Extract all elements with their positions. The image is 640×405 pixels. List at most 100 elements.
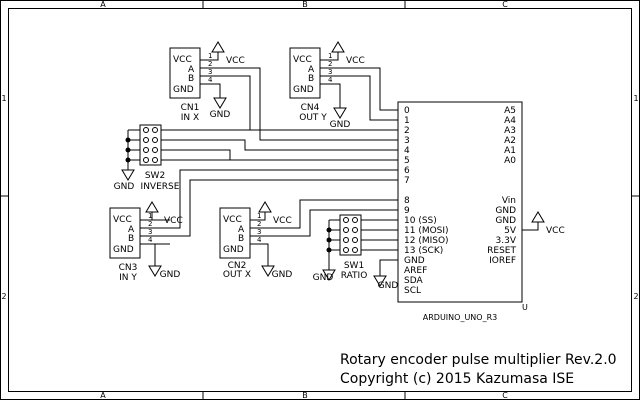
vcc-label-cn2: VCC	[273, 216, 292, 226]
frame-row-2-right: 2	[633, 292, 638, 301]
arduino-left-pin-11: 11 (MOSI)	[404, 226, 449, 236]
cn2-ref: CN2	[228, 261, 247, 271]
gnd-symbol-sw2	[121, 169, 135, 181]
cn4-pin-4-name: GND	[293, 85, 314, 95]
frame-col-c-bottom: C	[502, 391, 508, 400]
wire-cn4-a	[320, 67, 398, 111]
cn1-pin-1-name: VCC	[173, 55, 192, 65]
frame-col-c-top: C	[502, 0, 508, 9]
copyright-text: Copyright (c) 2015 Kazumasa ISE	[340, 371, 574, 387]
cn4-pin-2-name: A	[308, 65, 315, 75]
sw1-name: RATIO	[341, 271, 368, 281]
cn3-pin-3-num: 3	[148, 228, 152, 236]
vcc-symbol-cn4	[331, 41, 345, 53]
sw2-name: INVERSE	[141, 182, 180, 192]
gnd-label-cn3: GND	[160, 270, 181, 280]
wire-cn4-gnd	[320, 83, 341, 108]
arduino-name: ARDUINO_UNO_R3	[423, 313, 497, 322]
vcc-label-cn1: VCC	[226, 56, 245, 66]
connector-cn1: VCC A B GND 1 2 3 4 CN1 IN X	[169, 47, 213, 123]
arduino-left-pin-8: 8	[404, 196, 410, 206]
arduino-right-pin-0: A5	[504, 106, 516, 116]
arduino-left-pin-6: 6	[404, 166, 410, 176]
wire-cn4-b	[320, 75, 398, 121]
arduino-left-pin-10: 10 (SS)	[404, 216, 437, 226]
gnd-symbol-cn2	[261, 265, 275, 277]
cn2-pin-2-name: A	[238, 225, 245, 235]
arduino-left-pin-7: 7	[404, 176, 410, 186]
wire-cn4-vcc	[320, 52, 339, 61]
cn1-ref: CN1	[181, 103, 200, 113]
cn4-ref: CN4	[301, 103, 320, 113]
wire-cn2-vcc	[250, 212, 266, 221]
frame-col-a-top: A	[100, 0, 106, 9]
gnd-symbol-cn4	[333, 107, 347, 119]
arduino-right-pin-5: A0	[504, 156, 516, 166]
arduino-left-pin-4: 4	[404, 146, 410, 156]
cn2-pin-3-name: B	[238, 234, 244, 244]
cn2-pin-4-num: 4	[257, 236, 262, 244]
cn1-pin-2-num: 2	[208, 60, 212, 68]
gnd-label-arduino: GND	[378, 281, 399, 291]
frame-row-2-left: 2	[1, 292, 6, 301]
cn1-pin-4-name: GND	[173, 85, 194, 95]
gnd-symbol-sw1	[322, 269, 336, 281]
frame-row-1-left: 1	[1, 94, 6, 103]
sw1-ref: SW1	[344, 261, 364, 271]
wire-cn2-gnd	[250, 243, 269, 266]
junctions	[125, 137, 332, 253]
cn3-pin-2-num: 2	[148, 220, 152, 228]
cn1-pin-3-name: B	[188, 74, 194, 84]
wire-cn1-vcc	[200, 52, 219, 61]
cn1-pin-1-num: 1	[208, 52, 212, 60]
switch-sw1: SW1 RATIO	[339, 214, 368, 281]
wire-arduino-gnd	[379, 259, 398, 276]
gnd-symbol-arduino	[373, 275, 387, 287]
power-labels: VCC VCC VCC VCC VCC GND GND GND GND GND …	[114, 56, 565, 291]
cn4-pin-3-name: B	[308, 74, 314, 84]
arduino-right-pin-11: RESET	[487, 246, 516, 256]
arduino-left-pin-15: AREF	[404, 266, 427, 276]
connector-cn4: VCC A B GND 1 2 3 4 CN4 OUT Y	[289, 47, 333, 123]
gnd-label-cn4: GND	[330, 120, 351, 130]
frame-col-a-bottom: A	[100, 391, 106, 400]
arduino-right-pin-10: 3.3V	[496, 236, 517, 246]
title-block: Rotary encoder pulse multiplier Rev.2.0 …	[340, 352, 617, 387]
gnd-label-cn2: GND	[272, 270, 293, 280]
cn2-pin-2-num: 2	[257, 220, 261, 228]
cn4-pin-3-num: 3	[328, 68, 332, 76]
cn1-name: IN X	[181, 113, 199, 123]
arduino-right-pin-7: GND	[495, 206, 516, 216]
vcc-label-5v: VCC	[546, 226, 565, 236]
wires	[127, 52, 539, 276]
connector-cn2: VCC A B GND 1 2 3 4 CN2 OUT X	[219, 207, 262, 280]
arduino-left-pin-17: SCL	[404, 286, 421, 296]
arduino-left-pin-2: 2	[404, 126, 410, 136]
arduino-left-pin-16: SDA	[404, 276, 423, 286]
arduino-left-pin-13: 13 (SCK)	[404, 246, 443, 256]
gnd-label-sw2: GND	[114, 182, 135, 192]
cn3-pin-1-name: VCC	[113, 215, 132, 225]
cn4-name: OUT Y	[299, 113, 327, 123]
wire-cn1-gnd	[200, 83, 221, 98]
cn3-pin-3-name: B	[128, 234, 134, 244]
wire-cn3-b	[170, 179, 398, 237]
cn2-pin-1-num: 1	[257, 212, 261, 220]
arduino-right-pin-3: A2	[504, 136, 516, 146]
switch-sw2: SW2 INVERSE	[139, 124, 180, 192]
vcc-label-cn4: VCC	[346, 56, 365, 66]
wire-sw2-5	[161, 149, 398, 161]
frame-col-b-top: B	[302, 0, 308, 9]
power-symbols	[121, 41, 545, 287]
gnd-label-cn1: GND	[210, 110, 231, 120]
wire-sw2-4	[161, 139, 398, 151]
wire-cn3-a	[170, 169, 398, 229]
frame-row-1-right: 1	[633, 94, 638, 103]
wire-cn3-gnd	[154, 243, 170, 266]
cn3-pin-2-name: A	[128, 225, 135, 235]
